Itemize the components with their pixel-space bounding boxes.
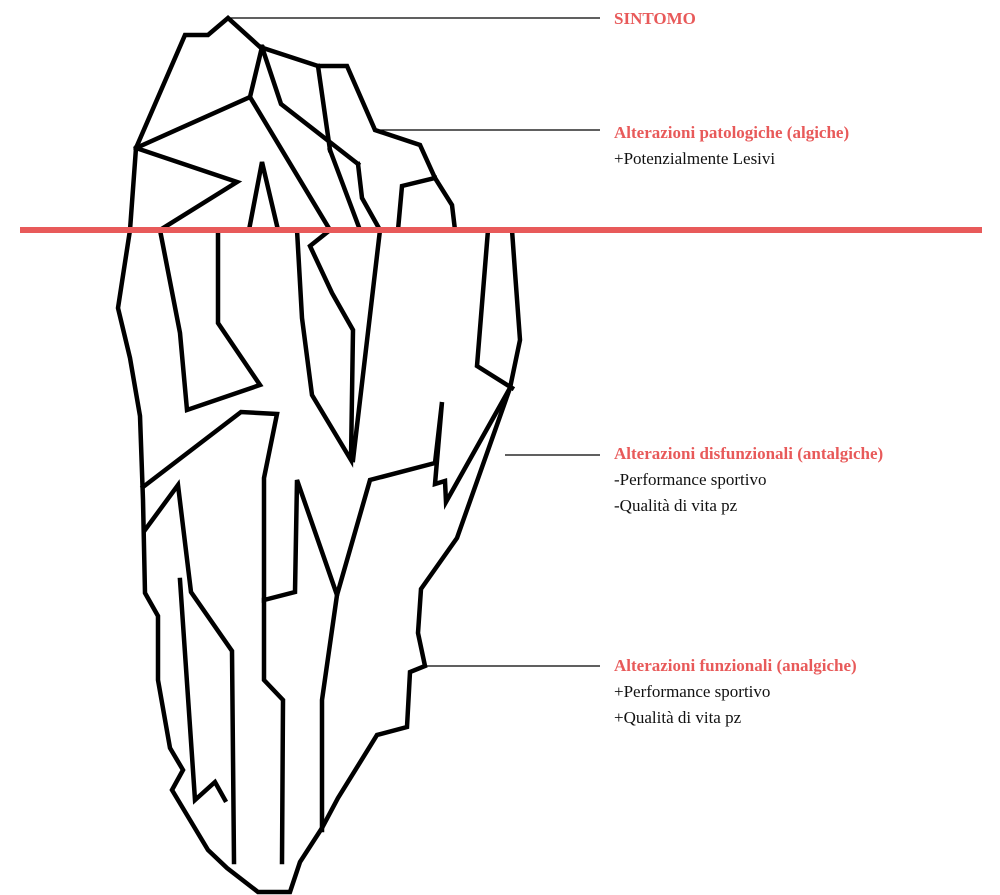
iceberg-facet (477, 230, 512, 388)
iceberg-facet (398, 178, 435, 230)
patologiche-line: +Potenzialmente Lesivi (614, 146, 849, 172)
label-alterazioni-patologiche: Alterazioni patologiche (algiche) +Poten… (614, 120, 849, 172)
iceberg (118, 18, 520, 892)
iceberg-facet (249, 162, 278, 230)
iceberg-facet (136, 47, 262, 148)
disfunzionali-line: -Qualità di vita pz (614, 493, 883, 519)
iceberg-top-outline (130, 18, 455, 230)
sintomo-title: SINTOMO (614, 6, 696, 32)
iceberg-facet (180, 580, 225, 800)
iceberg-facet (160, 230, 260, 410)
iceberg-facet (322, 595, 337, 830)
iceberg-facet (353, 230, 380, 460)
funzionali-title: Alterazioni funzionali (analgiche) (614, 653, 857, 679)
patologiche-title: Alterazioni patologiche (algiche) (614, 120, 849, 146)
iceberg-facet (136, 148, 237, 230)
label-alterazioni-disfunzionali: Alterazioni disfunzionali (antalgiche) -… (614, 441, 883, 519)
iceberg-facet (264, 600, 283, 862)
disfunzionali-line: -Performance sportivo (614, 467, 883, 493)
disfunzionali-title: Alterazioni disfunzionali (antalgiche) (614, 441, 883, 467)
label-alterazioni-funzionali: Alterazioni funzionali (analgiche) +Perf… (614, 653, 857, 731)
funzionali-line: +Performance sportivo (614, 679, 857, 705)
iceberg-facet (297, 230, 353, 460)
iceberg-facet (358, 164, 380, 230)
funzionali-line: +Qualità di vita pz (614, 705, 857, 731)
label-sintomo: SINTOMO (614, 6, 696, 32)
